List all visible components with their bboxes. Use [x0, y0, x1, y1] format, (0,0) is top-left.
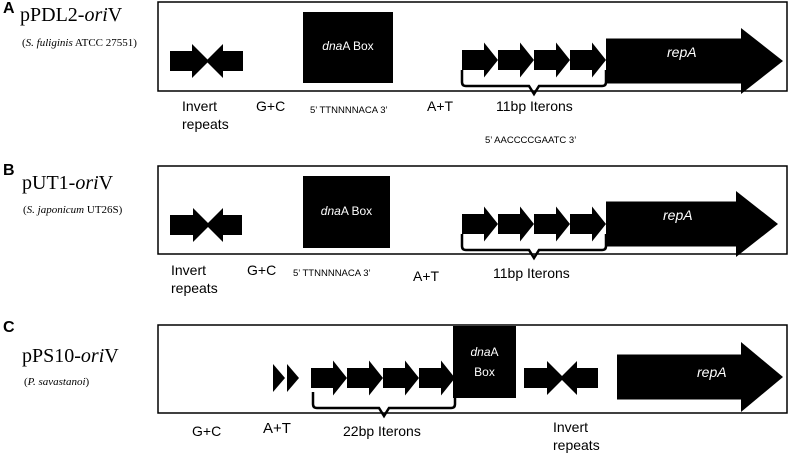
panel-a-iterons-brace	[460, 70, 608, 97]
panel-b-dnaa-box	[303, 176, 390, 248]
panel-c-at-arrow	[287, 364, 299, 392]
panel-c-invert-repeat-right-arrow	[524, 361, 564, 395]
panel-b-repa-arrow	[606, 191, 778, 257]
panel-b-iterons-brace	[460, 234, 608, 261]
panel-b-dnaa-box-label: dnaA Box	[320, 204, 373, 218]
panel-c-frame	[157, 324, 788, 414]
panel-c-iterons-label: 22bp Iterons	[343, 423, 421, 439]
panel-c-iteron-arrow	[419, 360, 455, 396]
panel-a-at-label: A+T	[427, 98, 454, 114]
panel-a-iteron-arrow	[534, 42, 570, 78]
panel-a-iteron-arrow	[462, 42, 498, 78]
panel-b-plasmid-name: pUT1-oriV	[22, 172, 114, 194]
panel-b-repa-label: repA	[663, 207, 693, 223]
panel-b-iteron-arrow	[570, 206, 606, 242]
panel-c-plasmid-name: pPS10-oriV	[22, 345, 119, 367]
panel-a-repa-label: repA	[667, 44, 697, 60]
panel-a-dnaa-box-label: dnaA Box	[322, 39, 374, 53]
panel-a-iterons-label: 11bp Iterons	[496, 98, 573, 114]
panel-b-iteron-arrow	[498, 206, 534, 242]
panel-b-invert-repeat-right-arrow	[170, 208, 210, 242]
panel-c-repa-label: repA	[697, 364, 727, 380]
panel-a-invert-repeat-right-arrow	[170, 44, 209, 78]
panel-a-iteron-arrow	[570, 42, 606, 78]
panel-c-repa-arrow	[617, 342, 783, 412]
panel-c-gc-label: G+C	[192, 423, 222, 439]
panel-c-iterons-brace	[311, 392, 457, 419]
panel-b-letter: B	[3, 162, 15, 179]
panel-c-iteron-arrow	[383, 360, 419, 396]
panel-a-iteron-arrow	[498, 42, 534, 78]
panel-a-plasmid-name: pPDL2-oriV	[20, 4, 123, 26]
panel-c-iteron-arrow	[347, 360, 383, 396]
panel-a-iteron-sequence: 5’ AACCCCGAATC 3’	[485, 135, 577, 146]
panel-b-gc-label: G+C	[247, 262, 277, 278]
panel-a-dnaa-box	[303, 12, 393, 83]
panel-c-host: (P. savastanoi)	[24, 376, 90, 388]
panel-b-iteron-arrow	[462, 206, 498, 242]
panel-c-at-label: A+T	[263, 420, 291, 437]
panel-c-iteron-arrow	[311, 360, 347, 396]
panel-a-letter: A	[3, 0, 15, 17]
panel-b-host: (S. japonicum UT26S)	[23, 204, 123, 216]
panel-a-gc-label: G+C	[256, 98, 286, 114]
panel-c-invert-repeat-left-arrow	[560, 361, 598, 395]
panel-c-dnaa-box	[453, 326, 516, 398]
panel-c-letter: C	[3, 319, 15, 336]
panel-a-dnaa-sequence: 5’ TTNNNNACA 3’	[310, 105, 388, 116]
panel-b-invert-repeat-left-arrow	[206, 208, 242, 242]
panel-b-dnaa-sequence: 5’ TTNNNNACA 3’	[293, 268, 371, 279]
panel-a-frame	[157, 1, 788, 92]
panel-b-iteron-arrow	[534, 206, 570, 242]
panel-a-repa-arrow	[606, 28, 783, 94]
panel-a-host: (S. fuliginis ATCC 27551)	[22, 37, 137, 49]
panel-a-invert-repeat-left-arrow	[206, 44, 243, 78]
panel-b-at-label: A+T	[413, 268, 440, 284]
panel-b-iterons-label: 11bp Iterons	[493, 265, 570, 281]
panel-c-at-arrow	[273, 364, 285, 392]
panel-b-frame	[157, 165, 788, 255]
